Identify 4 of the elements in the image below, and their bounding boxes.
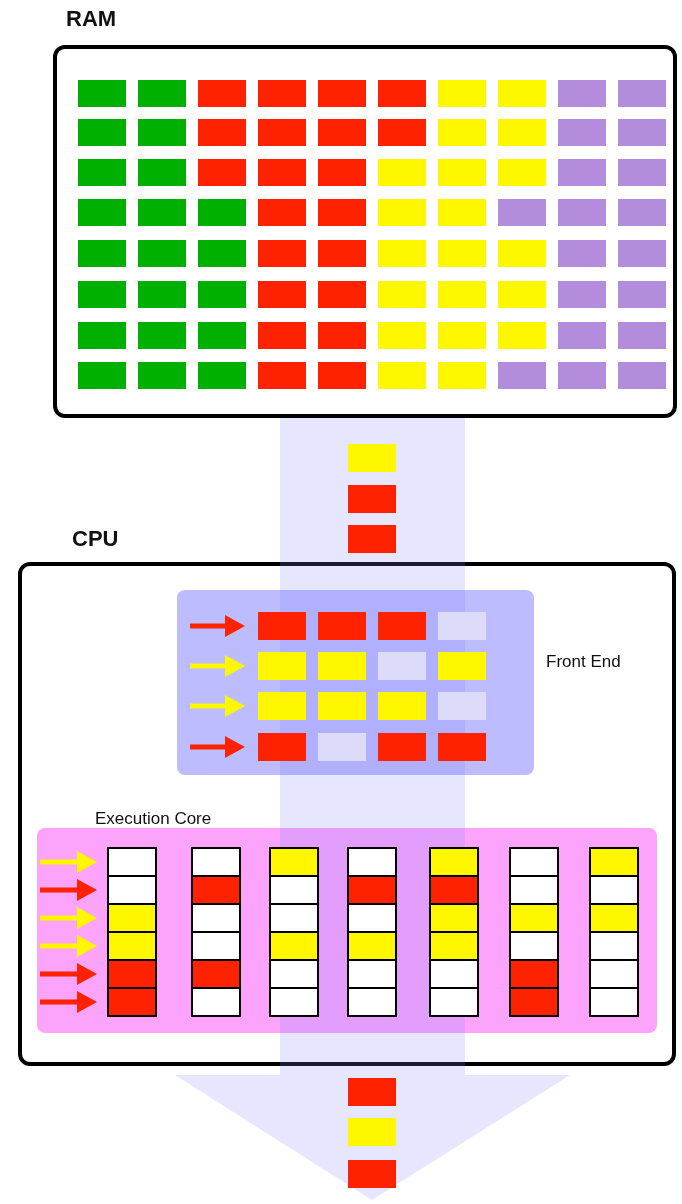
section-heading: CPU — [72, 527, 119, 552]
section-label: Execution Core — [95, 810, 212, 829]
section-label: Front End — [546, 653, 621, 672]
section-heading: RAM — [66, 7, 117, 32]
